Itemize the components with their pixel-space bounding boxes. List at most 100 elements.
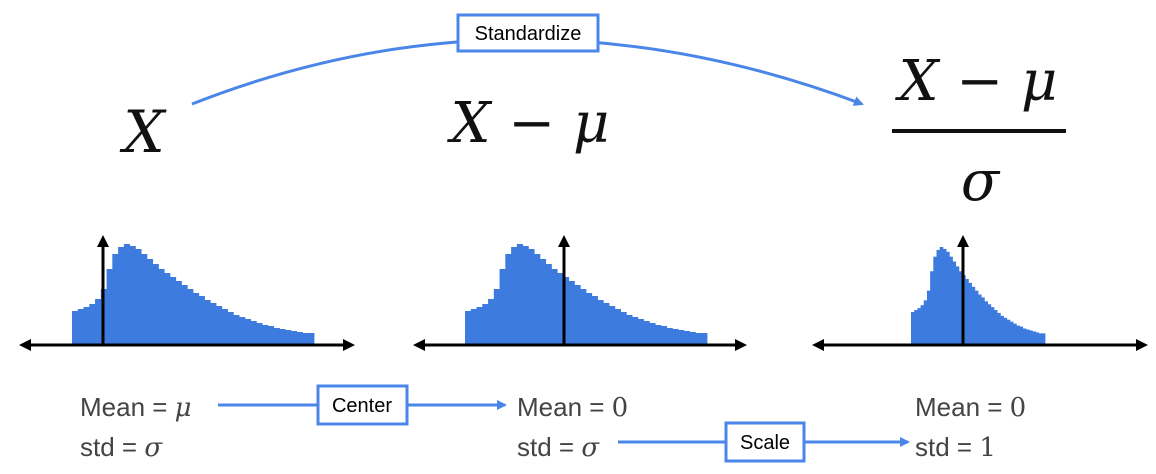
histogram-bar: [990, 307, 995, 344]
histogram-bar: [482, 304, 489, 344]
histogram-bar: [470, 309, 477, 344]
histogram-bar: [557, 273, 564, 344]
histogram-bar: [678, 330, 685, 344]
histogram-bar: [1009, 321, 1014, 344]
histogram-bar: [193, 293, 200, 344]
histogram-bar: [626, 315, 633, 344]
histogram-bar: [296, 332, 303, 344]
histogram-bar: [465, 311, 472, 344]
histogram-bar: [516, 244, 524, 344]
histogram-bar: [660, 326, 668, 344]
histogram-bar: [158, 269, 165, 344]
histogram-bar: [244, 319, 252, 344]
center-label: Center: [332, 395, 392, 417]
histogram-bar: [129, 246, 136, 344]
histogram-bar: [1006, 319, 1011, 344]
stats-standardized-std: std = 1: [915, 432, 996, 463]
histogram-bar: [974, 290, 979, 344]
histogram-bar: [141, 254, 148, 344]
histogram-bar: [923, 300, 928, 344]
histogram-bar: [997, 312, 1001, 344]
histogram-bar: [72, 311, 79, 344]
histogram-bar: [591, 296, 598, 344]
histogram-bar: [666, 328, 673, 344]
histogram-bar: [930, 271, 934, 344]
stats-standardized-mean: Mean = 0: [915, 392, 1026, 423]
histogram-bar: [285, 330, 292, 344]
histogram-bar: [1000, 315, 1004, 344]
formula-x: X: [119, 98, 167, 166]
histogram-bar: [672, 329, 679, 344]
histogram-bar: [1035, 332, 1040, 344]
histogram-bar: [302, 333, 309, 344]
histogram-bar: [146, 259, 154, 344]
histogram-bar: [221, 309, 228, 344]
histogram-bar: [267, 326, 275, 344]
histogram-bar: [83, 307, 90, 344]
histogram-bar: [568, 281, 575, 344]
histogram-bar: [1038, 333, 1043, 344]
histogram-bar: [695, 333, 702, 344]
histogram-bar: [169, 277, 177, 344]
histogram-bar: [632, 317, 639, 344]
standardize-label: Standardize: [475, 23, 582, 45]
histogram-bar: [106, 269, 113, 344]
histogram-bar: [614, 309, 621, 344]
histogram-bar: [939, 247, 944, 344]
formula-standardized-denominator: σ: [961, 149, 1001, 214]
histogram-bar: [949, 256, 953, 344]
histogram-bar: [1019, 326, 1024, 344]
histogram-bar: [89, 304, 96, 344]
histogram-bar: [534, 254, 541, 344]
histogram-bar: [689, 332, 696, 344]
histogram-bar: [308, 333, 315, 344]
histogram-bar: [135, 249, 142, 344]
histogram-bar: [597, 300, 604, 344]
histogram-bar: [1029, 330, 1033, 344]
histogram-bar: [493, 289, 500, 344]
histogram-bar: [1016, 325, 1020, 344]
histogram-bar: [911, 311, 915, 344]
histogram-bar: [965, 279, 969, 344]
histogram-bar: [643, 321, 650, 344]
histogram-bar: [95, 299, 102, 344]
histogram-bar: [290, 331, 298, 344]
histogram-bar: [273, 328, 280, 344]
histogram-bar: [539, 259, 547, 344]
histogram-bar: [511, 247, 518, 344]
histogram-bar: [562, 277, 570, 344]
histogram-bar: [926, 290, 931, 344]
histogram-bar: [216, 306, 223, 344]
histogram-bar: [198, 296, 205, 344]
formula-centered: X − μ: [447, 91, 610, 156]
stats-original-std: std = σ: [80, 432, 163, 463]
scale-label-box: Scale: [724, 421, 806, 463]
histogram-bar: [580, 289, 587, 344]
histogram-standardized: [911, 247, 1046, 344]
histogram-bar: [1003, 317, 1008, 344]
histogram-bar: [528, 249, 535, 344]
histogram-bar: [551, 269, 558, 344]
histogram-bar: [978, 294, 982, 344]
histogram-bar: [968, 282, 973, 344]
histogram-bar: [123, 244, 131, 344]
histogram-bar: [1013, 323, 1017, 344]
histogram-bar: [933, 256, 937, 344]
histogram-bar: [981, 297, 985, 344]
histogram-bar: [233, 315, 240, 344]
histogram-bar: [279, 329, 286, 344]
histogram-bar: [637, 319, 645, 344]
histogram-bar: [936, 249, 941, 344]
histogram-bar: [649, 323, 656, 344]
histogram-bar: [204, 300, 211, 344]
histogram-bar: [701, 333, 708, 344]
histogram-bar: [262, 325, 269, 344]
histogram-bar: [574, 285, 581, 344]
histogram-bar: [952, 261, 957, 344]
histogram-bar: [239, 317, 246, 344]
histogram-bar: [476, 307, 483, 344]
histogram-bar: [914, 310, 918, 344]
histogram-bar: [655, 325, 662, 344]
histogram-bar: [118, 247, 125, 344]
